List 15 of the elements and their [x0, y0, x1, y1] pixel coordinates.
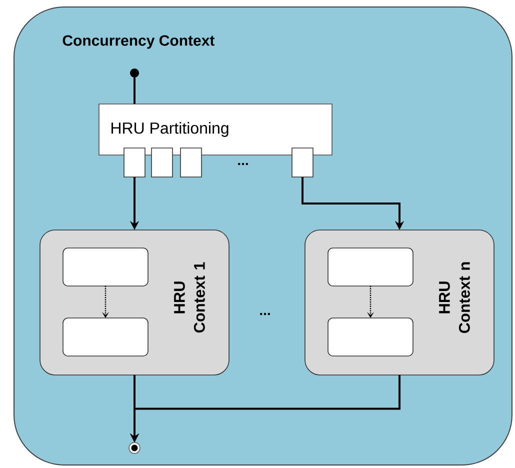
port-box — [151, 148, 173, 178]
step-box — [328, 318, 414, 356]
ellipsis: ... — [260, 312, 270, 316]
start-dot — [130, 68, 139, 78]
port-box — [124, 148, 146, 178]
step-box — [62, 318, 148, 356]
connector-line — [134, 78, 136, 104]
port-box — [180, 148, 202, 178]
ellipsis: ... — [238, 162, 248, 166]
port-box — [292, 148, 314, 178]
panel-heading: Concurrency Context — [62, 35, 215, 49]
partitioning-box: HRU Partitioning — [98, 104, 332, 156]
end-circle — [128, 442, 140, 454]
step-box — [328, 248, 414, 286]
step-box — [62, 248, 148, 286]
